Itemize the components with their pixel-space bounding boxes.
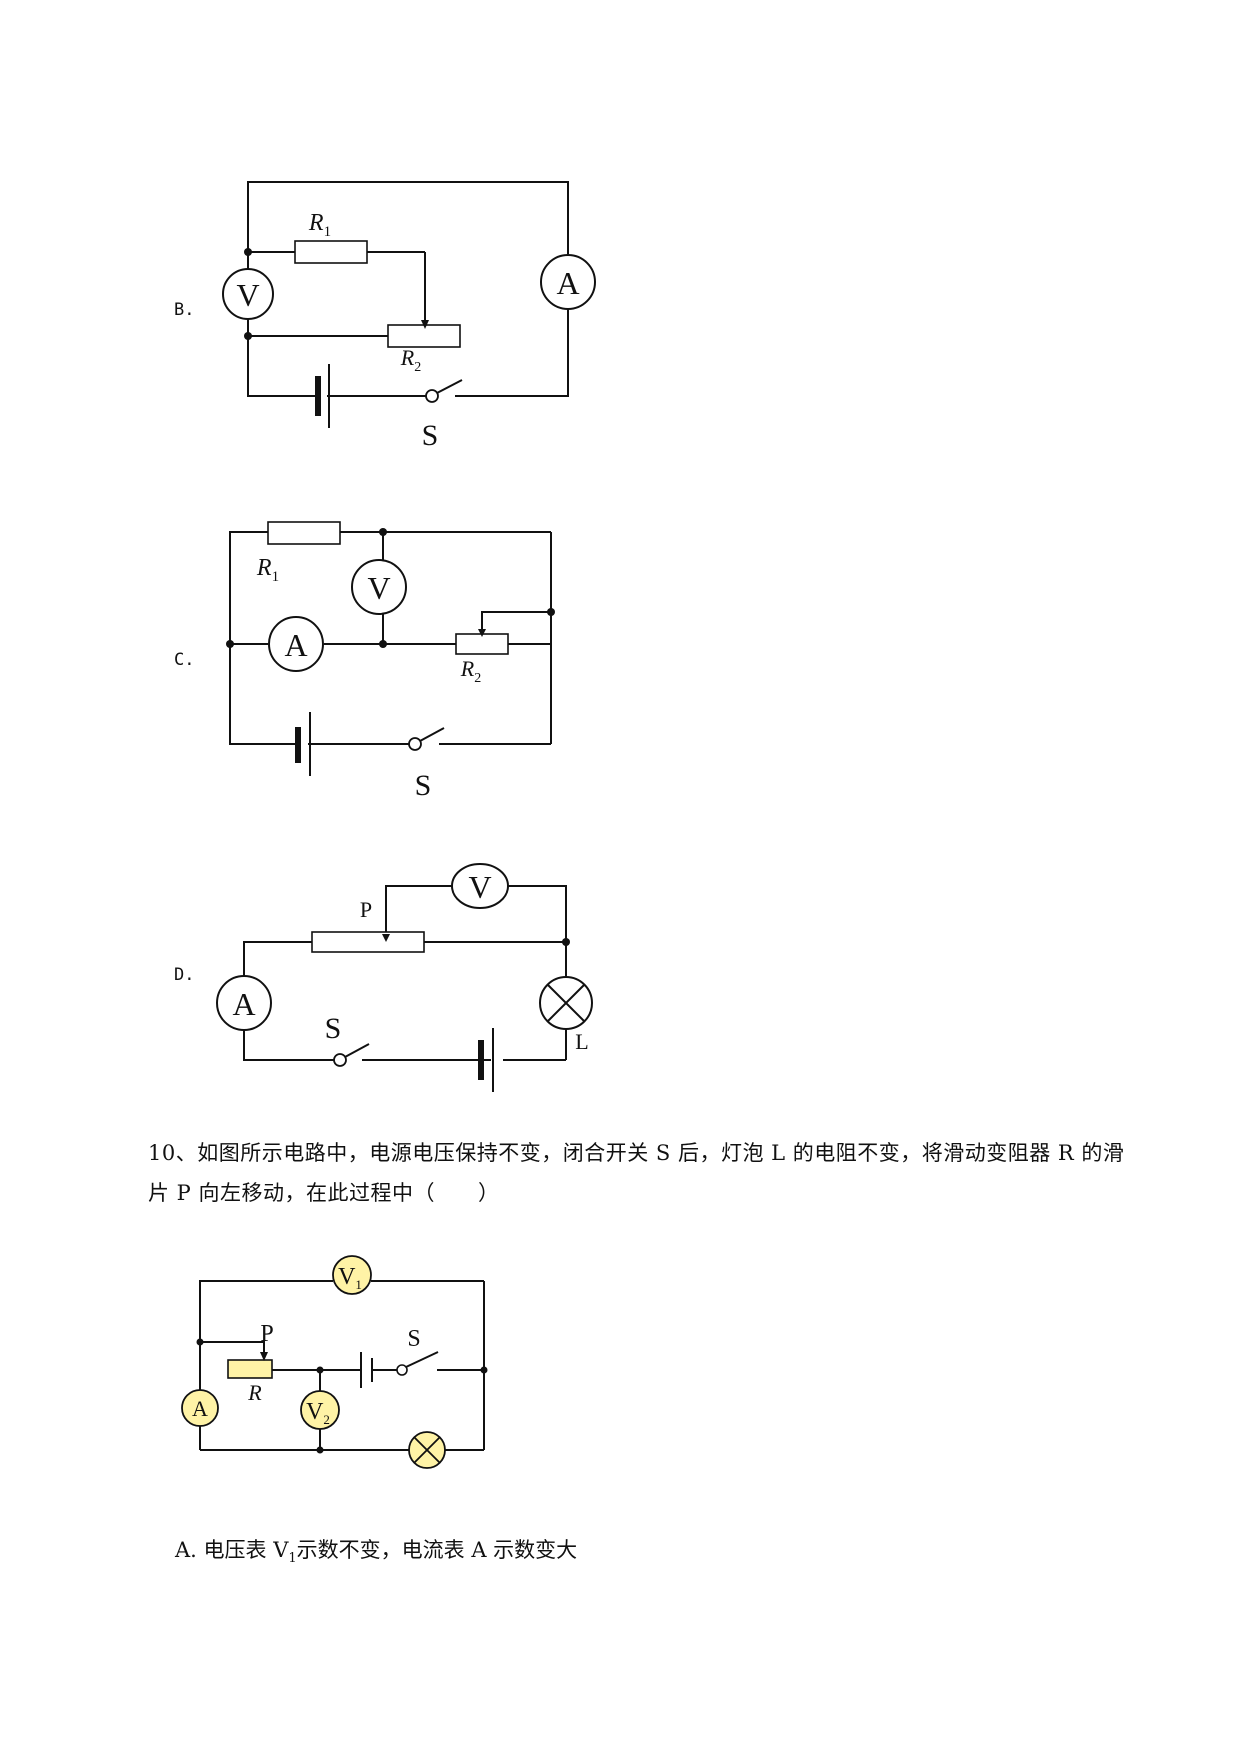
ammeter: [216, 975, 272, 1031]
voltmeter: [351, 559, 407, 615]
switch-blade: [419, 727, 445, 742]
switch-contact: [396, 1364, 408, 1376]
lamp-cross: [413, 1436, 441, 1464]
switch-blade: [436, 379, 463, 394]
voltmeter-v2: [300, 1390, 340, 1430]
option-b-letter: B.: [174, 300, 195, 320]
r2-label: R2: [460, 656, 481, 686]
ammeter: [181, 1389, 219, 1427]
slider-arrow: [382, 934, 390, 942]
r1-label: R1: [308, 210, 331, 240]
junction-dot: [379, 528, 387, 536]
junction-dot: [244, 332, 252, 340]
slider-arrow: [478, 629, 486, 637]
ammeter-label: A: [192, 1396, 208, 1421]
v1-label: V1: [338, 1264, 362, 1292]
switch-label: S: [325, 1012, 342, 1045]
voltmeter: [451, 863, 509, 909]
switch-blade: [405, 1351, 439, 1368]
circuit-figure-c: V A S R1 R2: [226, 521, 555, 802]
switch-contact: [425, 389, 439, 403]
r1-label: R1: [256, 555, 279, 585]
v2-label: V2: [306, 1399, 330, 1427]
junction-dot: [244, 248, 252, 256]
switch-contact: [333, 1053, 347, 1067]
answer-a-suffix: 示数不变，电流表 A 示数变大: [296, 1538, 578, 1562]
slider-arrow: [260, 1352, 268, 1361]
switch-label: S: [422, 419, 439, 452]
ammeter-label: A: [556, 265, 579, 301]
rheostat-label: R: [247, 1380, 262, 1405]
circuit-figure-d: P V A L S: [216, 863, 593, 1092]
junction-dot: [480, 1366, 488, 1374]
voltmeter-label: V: [367, 570, 390, 606]
junction-dot: [562, 938, 570, 946]
slider-label: P: [260, 1321, 273, 1347]
junction-dot: [196, 1338, 204, 1346]
answer-a-sub: 1: [288, 1551, 297, 1567]
option-d-letter: D.: [174, 965, 195, 985]
voltmeter-label: V: [468, 869, 491, 905]
ammeter: [268, 616, 324, 672]
question-10: 10、如图所示电路中，电源电压保持不变，闭合开关 S 后，灯泡 L 的电阻不变，…: [148, 1133, 1158, 1213]
ammeter-label: A: [232, 986, 255, 1022]
answer-a-prefix: A. 电压表 V: [175, 1538, 289, 1562]
r2-label: R2: [400, 345, 421, 375]
switch-blade: [344, 1043, 370, 1058]
rheostat: [227, 1359, 273, 1379]
resistor-r1: [294, 240, 368, 264]
voltmeter: [222, 268, 274, 320]
ammeter: [540, 254, 596, 310]
switch-label: S: [415, 769, 432, 802]
resistor-r1: [267, 521, 341, 545]
answer-option-a: A. 电压表 V1示数不变，电流表 A 示数变大: [175, 1534, 577, 1566]
lamp-label: L: [575, 1029, 588, 1054]
circuit-figure-b: V A S R1 R2: [222, 181, 596, 452]
slider-arrow: [421, 320, 429, 329]
voltmeter-label: V: [236, 277, 259, 313]
question-line-2: 片 P 向左移动，在此过程中（ ）: [148, 1181, 500, 1205]
switch-label: S: [407, 1326, 420, 1352]
junction-dot: [379, 640, 387, 648]
circuit-figure-q10: P R V1 V2 A S: [181, 1255, 488, 1469]
junction-dot: [316, 1366, 324, 1374]
slider-label: P: [360, 897, 372, 922]
rheostat: [311, 931, 425, 953]
lamp-cross: [547, 984, 585, 1022]
voltmeter-v1: [332, 1255, 372, 1295]
junction-dot: [547, 608, 555, 616]
switch-contact: [408, 737, 422, 751]
option-c-letter: C.: [174, 650, 195, 670]
ammeter-label: A: [284, 627, 307, 663]
question-line-1: 10、如图所示电路中，电源电压保持不变，闭合开关 S 后，灯泡 L 的电阻不变，…: [148, 1141, 1125, 1165]
junction-dot: [226, 640, 234, 648]
junction-dot: [316, 1446, 324, 1454]
